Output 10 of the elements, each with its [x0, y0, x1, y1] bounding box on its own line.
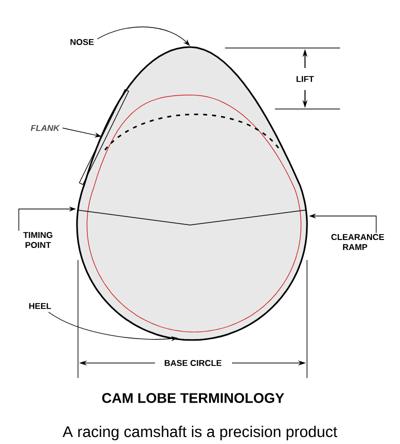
- dimension-label: LIFT: [296, 76, 314, 82]
- part-label: CLEARANCE RAMP: [331, 234, 384, 250]
- part-label: FLANK: [30, 125, 60, 131]
- part-label: NOSE: [70, 39, 94, 45]
- part-label: HEEL: [29, 303, 52, 309]
- dimension-label: BASE CIRCLE: [164, 360, 222, 366]
- body-text: A racing camshaft is a precision product: [62, 426, 338, 440]
- part-label: TIMING POINT: [23, 232, 52, 248]
- leader-arrow: [96, 26, 190, 46]
- title: CAM LOBE TERMINOLOGY: [102, 393, 284, 403]
